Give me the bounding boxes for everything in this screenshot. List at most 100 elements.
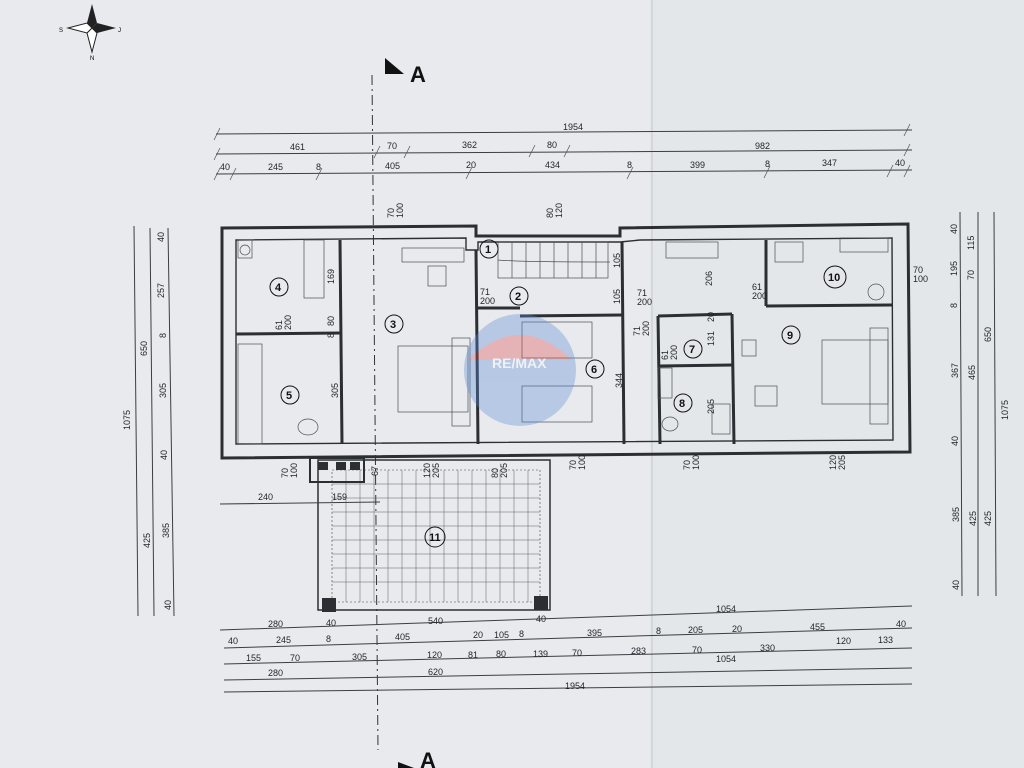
- room-6: 6: [585, 359, 605, 379]
- dim-left-425: 425: [142, 533, 152, 548]
- opening-door-5: 61200: [274, 315, 293, 330]
- inner-dim-20: 20: [706, 312, 716, 322]
- furniture: [237, 237, 889, 445]
- dim-right-650: 650: [983, 327, 993, 342]
- inner-dim-206: 206: [704, 271, 714, 286]
- right-dimension-lines: 40 195 8 367 40 385 40 115 70 465 425 65…: [949, 211, 1010, 597]
- dim-bot-540: 540: [428, 616, 443, 626]
- dim-top-70: 70: [387, 141, 397, 151]
- dim-right-115: 115: [966, 236, 976, 250]
- inner-dim-131: 131: [706, 331, 716, 346]
- compass-south-label: N: [90, 56, 94, 62]
- compass-rose-icon: J S N: [59, 4, 121, 62]
- dim-top-40a: 40: [220, 162, 230, 172]
- dim-right-385: 385: [951, 507, 961, 522]
- left-dimension-lines: 1075 650 425 40 257 8 305 40 385 40: [122, 225, 175, 617]
- dim-bot3-133: 133: [878, 635, 893, 645]
- dim-bot2-20b: 20: [732, 624, 742, 634]
- dim-left-650: 650: [139, 341, 149, 356]
- dim-bot3-330: 330: [760, 643, 775, 653]
- room-4: 4: [269, 277, 289, 297]
- room-10: 10: [823, 265, 847, 289]
- room-6-number: 6: [591, 364, 597, 376]
- inner-dim-205: 205: [706, 399, 716, 414]
- room-9: 9: [781, 325, 801, 345]
- dim-bot3-139: 139: [533, 649, 548, 659]
- opening-window-bottom-3: 70100: [682, 455, 701, 470]
- opening-door-6: 71200: [632, 321, 651, 336]
- dim-top-8a: 8: [316, 162, 321, 172]
- dim-left-257: 257: [156, 283, 166, 298]
- top-dimension-lines: 1954 461 70 362 80 982 40 245 8 405 20 4…: [213, 122, 913, 181]
- opening-window-bottom-2: 70100: [568, 455, 587, 470]
- room-7-number: 7: [689, 344, 695, 356]
- room-9-number: 9: [787, 330, 793, 342]
- terrace: [309, 457, 551, 612]
- dim-right-425: 425: [968, 511, 978, 526]
- room-11: 11: [424, 526, 446, 548]
- dim-left-1075: 1075: [122, 410, 132, 430]
- dim-left-385: 385: [161, 523, 171, 538]
- room-1-number: 1: [485, 244, 491, 256]
- opening-window-bottom-1: 70100: [280, 463, 299, 478]
- dim-left-40a: 40: [156, 232, 166, 242]
- room-8: 8: [673, 393, 693, 413]
- dim-top-8c: 8: [765, 159, 770, 169]
- room-11-number: 11: [429, 532, 441, 544]
- building-outline: [220, 222, 912, 460]
- dim-bot-1054: 1054: [716, 604, 736, 614]
- dim-bot2-8b: 8: [519, 629, 524, 639]
- dim-bot2-205: 205: [688, 625, 703, 635]
- room-8-number: 8: [679, 398, 685, 410]
- dim-top-20: 20: [466, 160, 476, 170]
- dim-top-8b: 8: [627, 160, 632, 170]
- opening-door-terrace-2: 80205: [490, 463, 509, 478]
- opening-window-top-1: 70100: [386, 203, 405, 218]
- dim-bot2-40b: 40: [896, 619, 906, 629]
- terrace-dim-240: 240: [258, 492, 273, 502]
- dim-bot3-283: 283: [631, 646, 646, 656]
- terrace-dim-159: 159: [332, 492, 347, 502]
- dim-top-399: 399: [690, 160, 705, 170]
- dim-right-367: 367: [950, 363, 960, 378]
- terrace-dimensions: 240 159 67: [219, 466, 381, 505]
- dim-top-40b: 40: [895, 158, 905, 168]
- dim-bot2-8: 8: [326, 634, 331, 644]
- room-3-number: 3: [390, 319, 396, 331]
- dim-bot2-105: 105: [494, 630, 509, 640]
- dim-top-982: 982: [755, 141, 770, 151]
- dim-left-40c: 40: [163, 600, 173, 610]
- dim-bot2-395: 395: [587, 628, 602, 638]
- bottom-dimension-lines: 280 40 540 40 1054 40 245 8 405 20 105 8…: [219, 604, 913, 693]
- dim-bot2-8c: 8: [656, 626, 661, 636]
- dim-right-465: 465: [967, 365, 977, 380]
- opening-door-8: 61200: [660, 345, 679, 360]
- section-mark-bottom: A: [398, 748, 436, 768]
- dim-bot4-1054: 1054: [716, 654, 736, 664]
- dim-bot3-155: 155: [246, 653, 261, 663]
- dim-bot2-455: 455: [810, 622, 825, 632]
- dim-bot2-20: 20: [473, 630, 483, 640]
- dim-bot3-305: 305: [352, 652, 367, 662]
- room-5-number: 5: [286, 390, 292, 402]
- dim-left-305: 305: [158, 383, 168, 398]
- section-mark-top: A: [385, 58, 426, 87]
- dim-bot3-81: 81: [468, 650, 478, 660]
- dim-right-425b: 425: [983, 511, 993, 526]
- section-mark-top-label: A: [410, 62, 426, 87]
- compass-west-label: S: [59, 28, 63, 34]
- section-line: [371, 74, 379, 751]
- dim-bot-40b: 40: [536, 614, 546, 624]
- dim-right-8: 8: [949, 303, 959, 308]
- room-4-number: 4: [275, 282, 282, 294]
- room-3: 3: [384, 314, 404, 334]
- room-1: 1: [479, 239, 499, 259]
- dim-top-80: 80: [547, 140, 557, 150]
- dim-top-347: 347: [822, 158, 837, 168]
